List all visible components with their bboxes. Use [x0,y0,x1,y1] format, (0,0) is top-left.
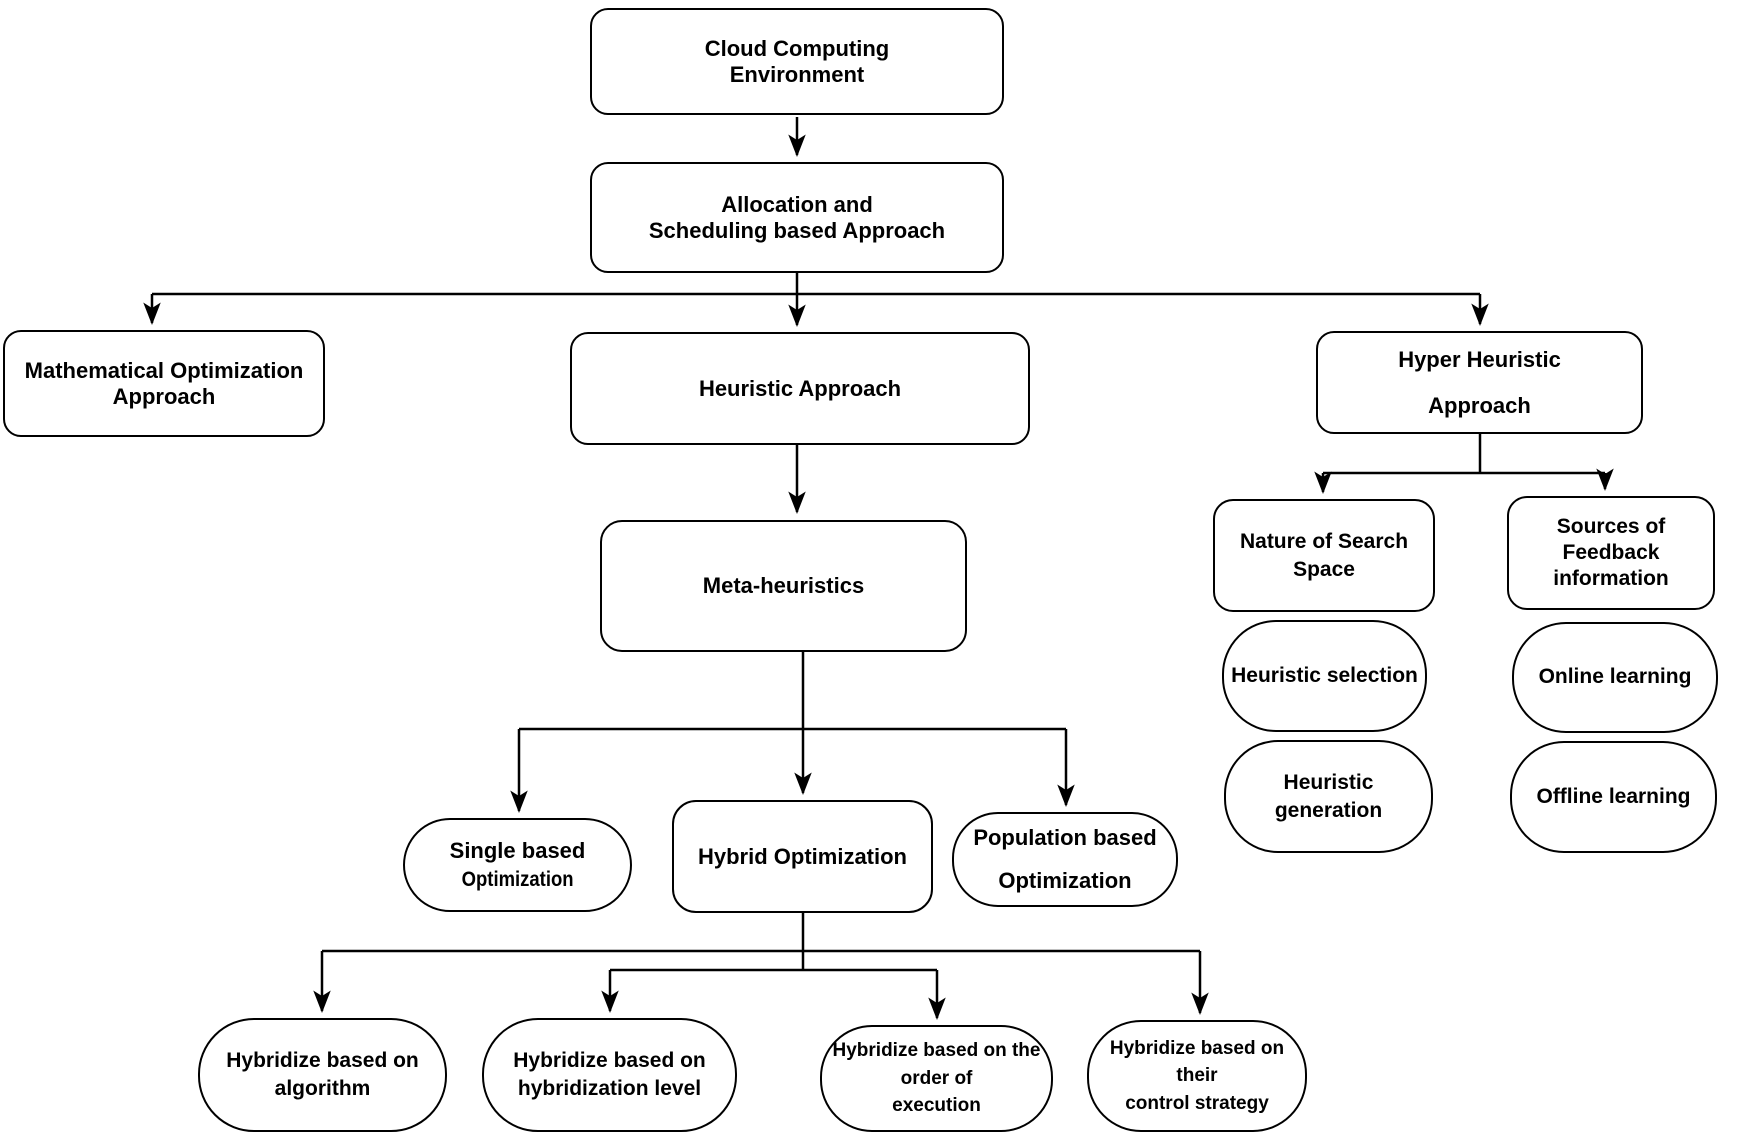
node-label: Heuristic selection [1231,663,1418,687]
node-label: Hybridize based on algorithm [226,1048,419,1100]
node-hybridize-based-on-control-strategy: Hybridize based on their control strateg… [1087,1020,1307,1132]
node-heuristic-approach: Heuristic Approach [570,332,1030,445]
edge-hyper-to-children [1314,434,1614,495]
node-label: Hybridize based on hybridization level [513,1048,706,1100]
node-heuristic-generation: Heuristic generation [1224,740,1433,853]
node-label: Heuristic Approach [698,375,902,401]
node-hybridize-based-on-algorithm: Hybridize based on algorithm [198,1018,447,1132]
node-label: Hyper Heuristic Approach [1398,347,1561,418]
node-label: Offline learning [1536,784,1691,808]
node-label: Hybridize based on the order of executio… [832,1040,1041,1117]
node-label: Heuristic generation [1274,771,1383,822]
node-label: Mathematical Optimization Approach [24,357,304,409]
node-label: Sources of Feedback information [1553,514,1669,591]
node-allocation-scheduling-approach: Allocation and Scheduling based Approach [590,162,1004,273]
node-meta-heuristics: Meta-heuristics [600,520,967,652]
node-label: Single based [449,838,586,864]
node-label: Optimization [461,867,574,891]
node-hybridize-based-on-order-of-execution: Hybridize based on the order of executio… [820,1025,1053,1132]
node-population-based-optimization: Population based Optimization [952,812,1178,907]
node-heuristic-selection: Heuristic selection [1222,620,1427,732]
node-sources-of-feedback-information: Sources of Feedback information [1507,496,1715,610]
node-online-learning: Online learning [1512,622,1718,733]
node-label: Nature of Search Space [1239,530,1409,581]
edge-hybrid-to-children [313,913,1209,1021]
node-mathematical-optimization-approach: Mathematical Optimization Approach [3,330,325,437]
node-label: Cloud Computing Environment [704,35,890,87]
node-hybridize-based-on-hybridization-level: Hybridize based on hybridization level [482,1018,737,1132]
node-label: Population based Optimization [973,824,1157,893]
node-label: Hybrid Optimization [698,843,907,869]
node-label: Online learning [1538,665,1692,689]
node-hybrid-optimization: Hybrid Optimization [672,800,933,913]
edge-meta-to-children [510,652,1075,814]
edge-allocation-to-children [143,273,1489,328]
node-offline-learning: Offline learning [1510,741,1717,853]
node-nature-of-search-space: Nature of Search Space [1213,499,1435,612]
node-hyper-heuristic-approach: Hyper Heuristic Approach [1316,331,1643,434]
node-label: Meta-heuristics [702,573,865,599]
node-cloud-computing-environment: Cloud Computing Environment [590,8,1004,115]
node-label: Hybridize based on their control strateg… [1109,1037,1285,1114]
node-label: Allocation and Scheduling based Approach [648,191,946,243]
node-single-based-optimization: Single based Optimization [403,818,632,912]
